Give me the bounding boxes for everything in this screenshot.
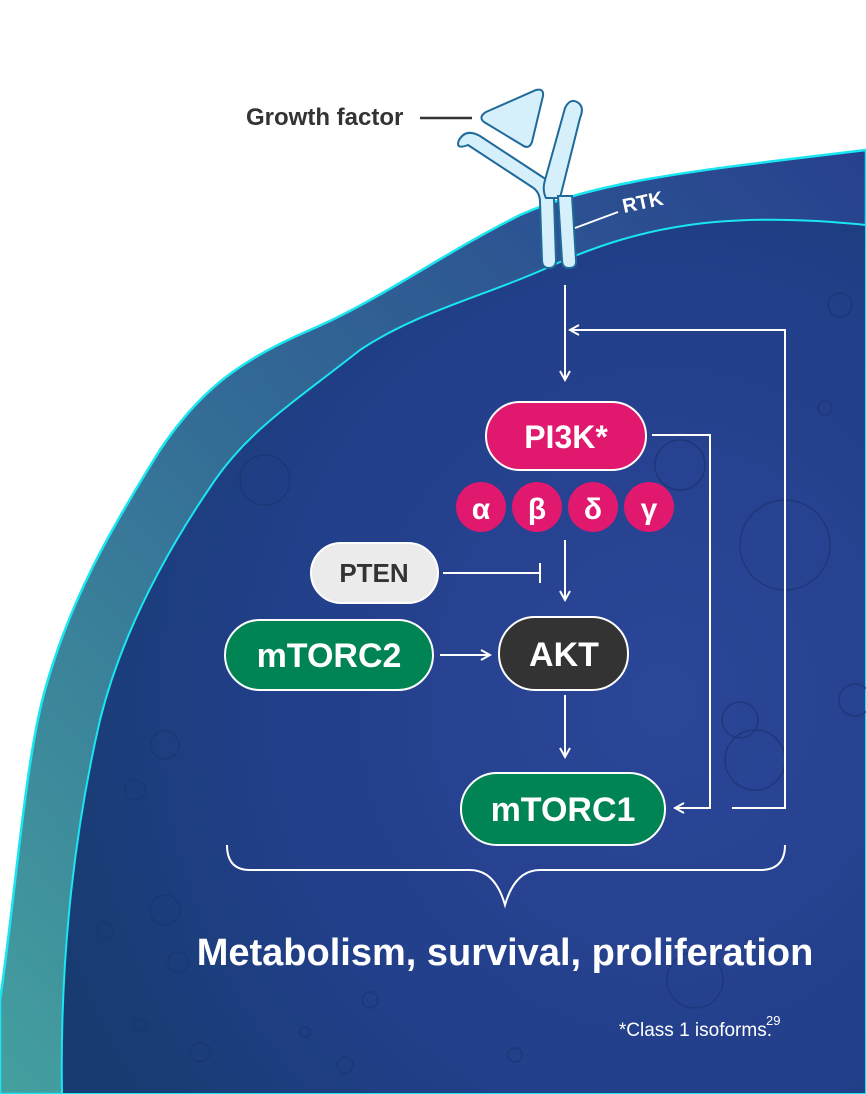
pi3k-node: PI3K* <box>485 401 647 471</box>
mtorc2-node: mTORC2 <box>224 619 434 691</box>
isoform-alpha: α <box>456 482 506 532</box>
rtk-receptor-icon <box>457 99 583 270</box>
rtk-leader <box>574 211 619 229</box>
vesicles <box>96 292 866 1074</box>
svg-text:PTEN: PTEN <box>339 558 408 588</box>
isoform-delta: δ <box>568 482 618 532</box>
svg-text:PI3K*: PI3K* <box>524 419 608 455</box>
akt-node: AKT <box>498 616 629 691</box>
arrow-pi3k-to-mtorc1 <box>652 434 711 808</box>
svg-text:δ: δ <box>584 493 602 526</box>
svg-text:α: α <box>472 493 491 526</box>
svg-text:mTORC1: mTORC1 <box>491 791 636 829</box>
growth-factor-label: Growth factor <box>246 104 403 131</box>
growth-factor-icon <box>480 88 545 148</box>
svg-text:γ: γ <box>641 493 658 526</box>
svg-text:β: β <box>528 493 546 526</box>
isoform-gamma: γ <box>624 482 674 532</box>
pten-node: PTEN <box>310 542 439 604</box>
footnote-reference: 29 <box>766 1013 780 1028</box>
footnote: *Class 1 isoforms. <box>619 1020 772 1041</box>
isoform-beta: β <box>512 482 562 532</box>
cytoplasm <box>60 218 866 1094</box>
arrow-mtorc1-feedback <box>570 330 786 809</box>
outcome-label: Metabolism, survival, proliferation <box>197 932 814 974</box>
svg-text:mTORC2: mTORC2 <box>257 637 402 675</box>
mtorc1-node: mTORC1 <box>460 772 666 846</box>
outcome-brace <box>226 844 786 909</box>
svg-text:AKT: AKT <box>529 636 599 674</box>
pathway-arrows <box>226 285 786 909</box>
